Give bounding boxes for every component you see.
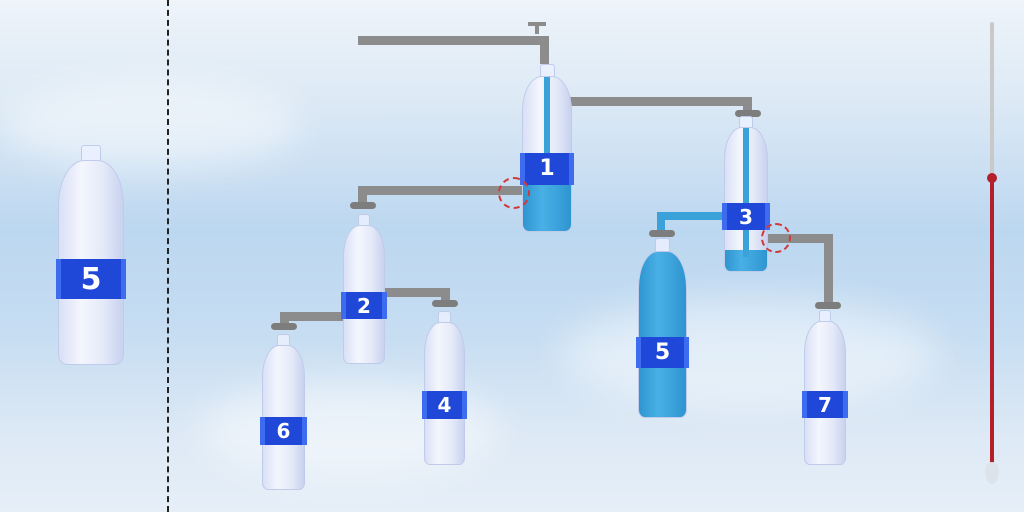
pipe-2-to-4 — [383, 288, 450, 297]
pipe-cap — [271, 323, 297, 330]
pipe-cap — [432, 300, 458, 307]
faucet-stem — [535, 24, 539, 34]
pipe-1-to-3 — [570, 97, 752, 106]
bottle-number: 5 — [636, 337, 689, 368]
pipe-2-to-6-down — [280, 312, 289, 325]
water-fill — [725, 249, 767, 271]
candidate-bottle-5[interactable]: 5 — [56, 145, 126, 365]
pipe-3-to-7 — [765, 234, 833, 243]
pipe-3-to-7-down — [824, 234, 833, 304]
bottle-number: 2 — [341, 292, 387, 319]
pipe-1-to-3-down — [743, 97, 752, 113]
timer-knob — [987, 172, 997, 183]
pipe-1-to-2 — [358, 186, 530, 195]
bottle-number: 3 — [722, 203, 770, 230]
bottle-4[interactable]: 4 — [422, 311, 467, 465]
pipe-3-to-5 — [657, 212, 727, 220]
timer-end-drop-icon — [985, 462, 999, 484]
bottle-number: 6 — [260, 416, 307, 445]
pipe-2-to-4-down — [441, 288, 450, 302]
water-fill — [639, 251, 686, 417]
bottle-number: 4 — [422, 391, 467, 419]
water-stream — [544, 76, 550, 170]
divider-line — [167, 0, 169, 512]
pipe-cap — [815, 302, 841, 309]
pipe-2-to-6 — [280, 312, 346, 321]
bottle-2[interactable]: 2 — [341, 214, 387, 364]
main-water-pipe — [358, 36, 548, 45]
pipe-3-to-5-down — [657, 212, 665, 234]
pipe-1-to-2-down — [358, 186, 367, 204]
bottle-6[interactable]: 6 — [260, 334, 307, 490]
pipe-cap — [649, 230, 675, 237]
bottle-body — [638, 250, 687, 418]
cloud — [0, 80, 300, 170]
bottle-3[interactable]: 3 — [722, 116, 770, 272]
bottle-body — [724, 126, 768, 272]
main-pipe-down — [540, 36, 549, 64]
cloud — [560, 300, 940, 410]
timer-remaining-bar — [990, 177, 994, 467]
bottle-7[interactable]: 7 — [802, 310, 848, 465]
bottle-number: 5 — [56, 259, 126, 299]
bottle-number: 7 — [802, 390, 848, 419]
bottle-1[interactable]: 1 — [520, 64, 574, 232]
pipe-cap — [350, 202, 376, 209]
blocked-pipe-marker[interactable] — [761, 223, 791, 253]
bottle-5[interactable]: 5 — [636, 238, 689, 418]
blocked-pipe-marker[interactable] — [498, 177, 530, 209]
water-stream — [743, 127, 749, 257]
pipe-cap — [735, 110, 761, 117]
bottle-number: 1 — [520, 153, 574, 185]
